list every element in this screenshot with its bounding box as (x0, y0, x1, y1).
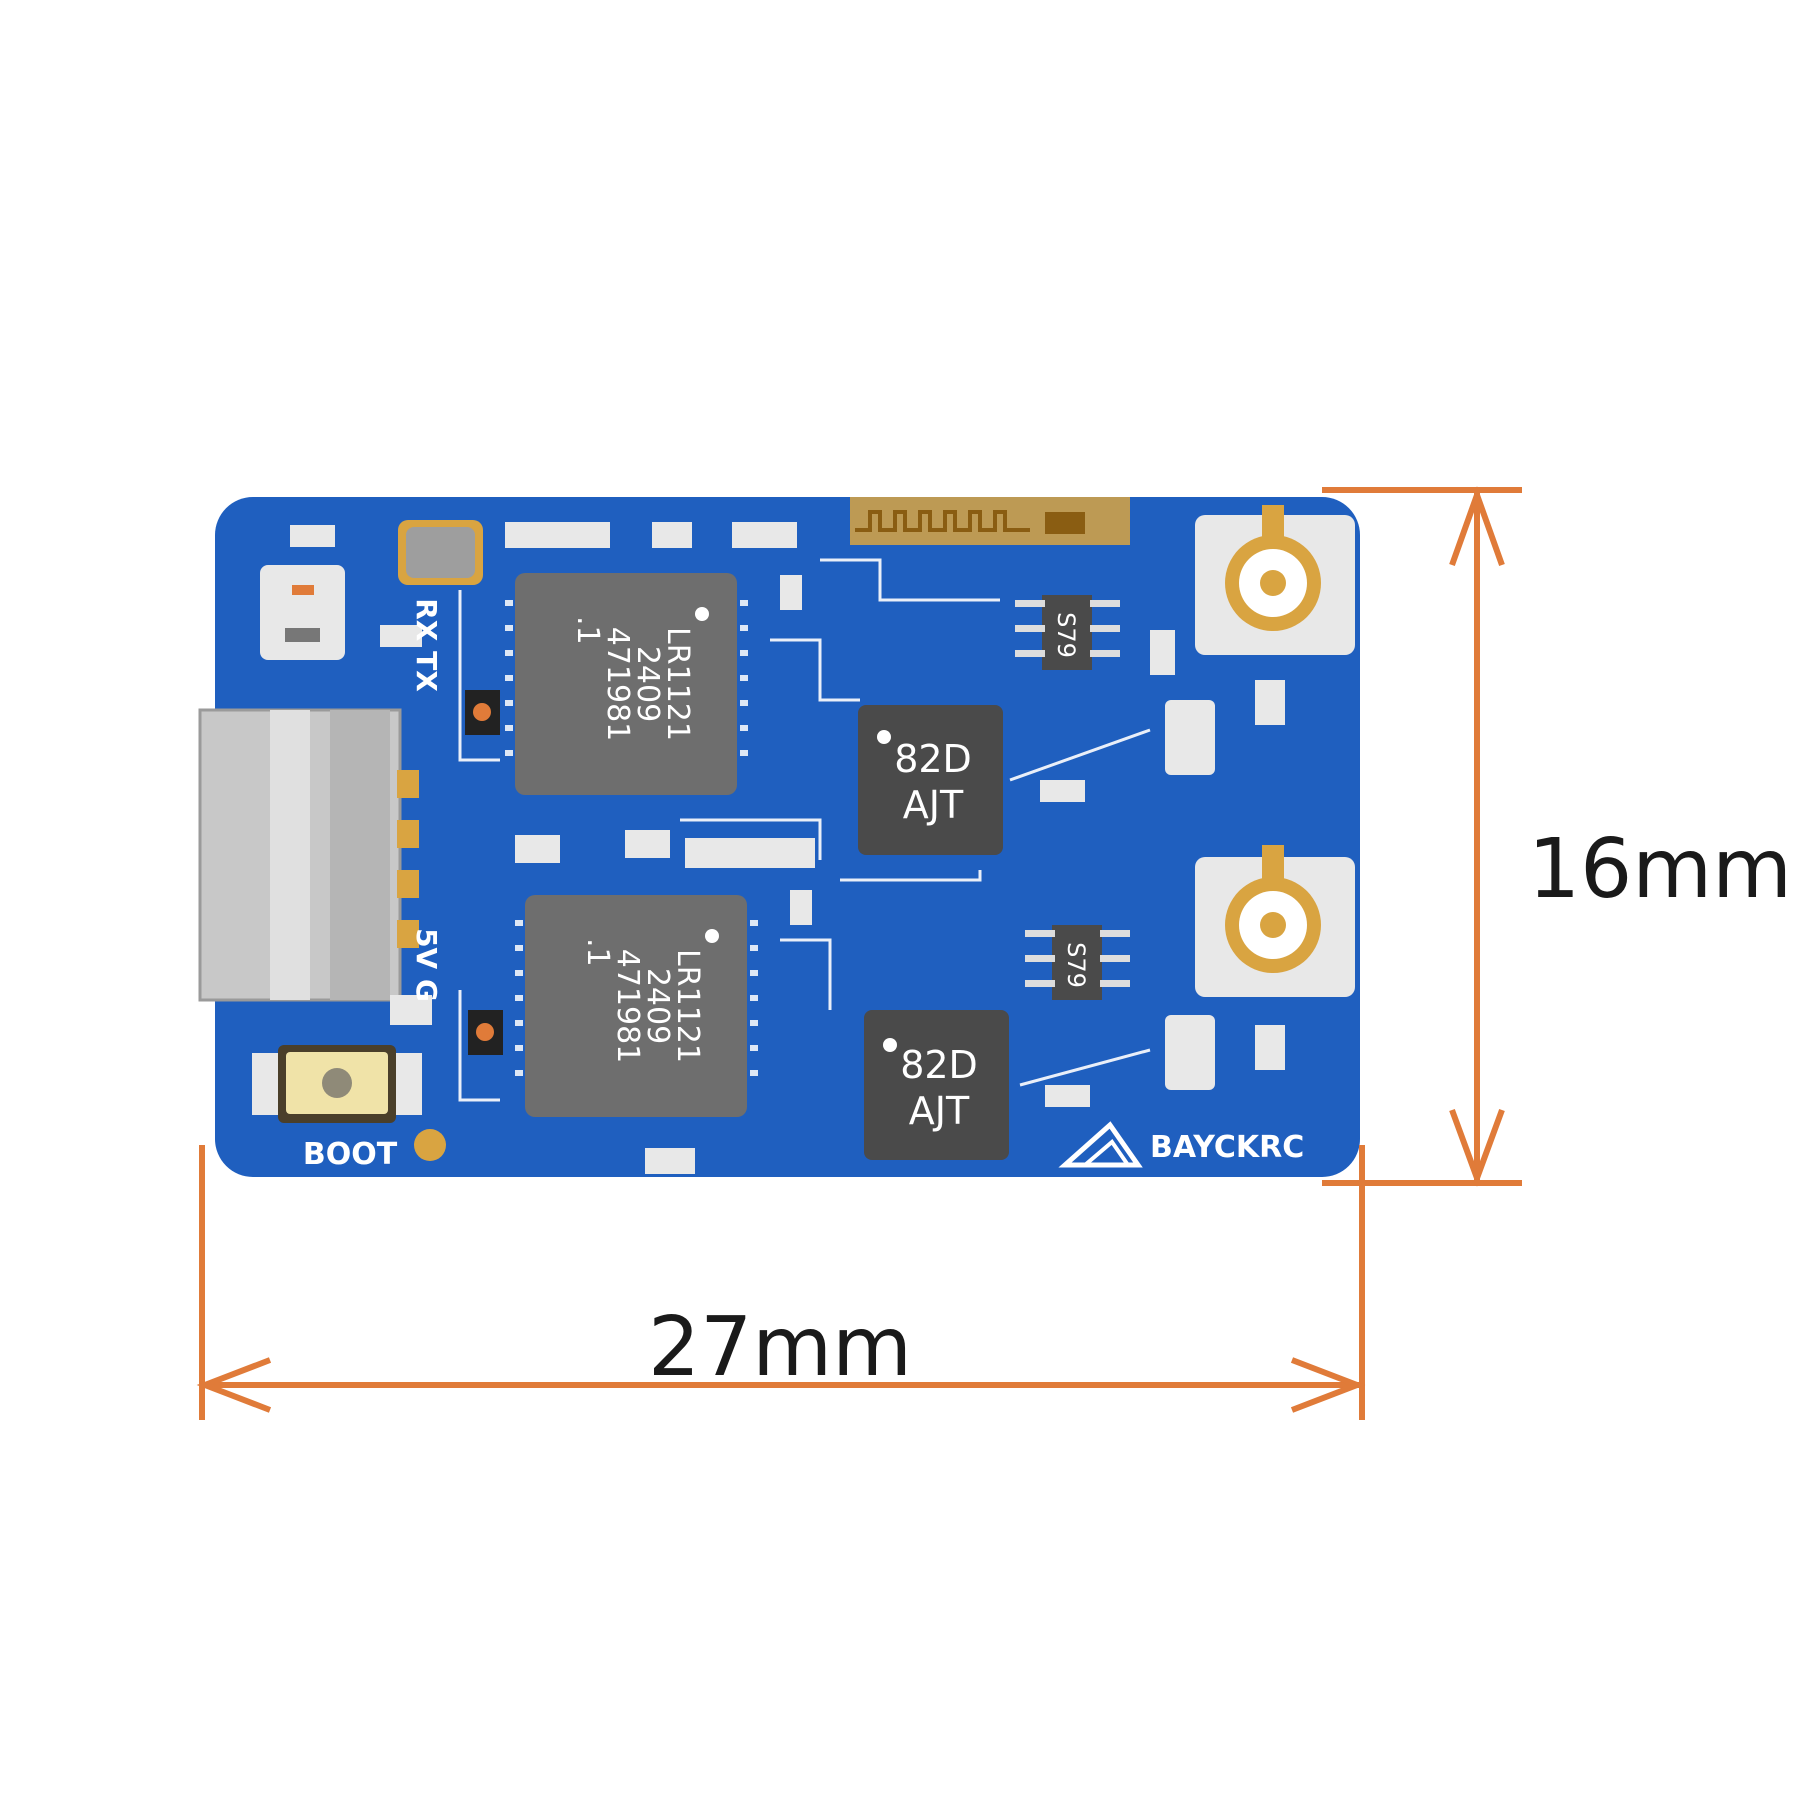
led-indicator (260, 565, 345, 660)
transceiver-chip-top (515, 573, 737, 795)
pcb-traces (458, 558, 1151, 1102)
height-dimension (1322, 486, 1522, 1187)
pin-pads (397, 770, 419, 948)
amp-chip-bottom: 82D AJT (864, 1010, 1009, 1160)
chip-top-line3: 471981 (600, 627, 635, 742)
antenna-connector-top (1195, 505, 1355, 655)
amp-top-line1: 82D (894, 737, 972, 781)
amp-bottom-line1: 82D (900, 1043, 978, 1087)
chip-top-label: LR1121 2409 471981 .1 (570, 616, 695, 741)
switch-top-label: S79 (1052, 612, 1080, 658)
crystal-oscillator (398, 520, 483, 585)
width-dimension-label: 27mm (648, 1300, 912, 1395)
rf-switch-top: S79 (1015, 595, 1120, 670)
amp-chip-top: 82D AJT (858, 705, 1003, 855)
boot-label: BOOT (303, 1137, 398, 1172)
chip-bottom-line2: 2409 (640, 968, 675, 1044)
switch-bottom-label: S79 (1062, 942, 1090, 988)
brand-logo-icon (1058, 1121, 1143, 1168)
antenna-connector-bottom (1195, 845, 1355, 997)
rf-switch-bottom: S79 (1025, 925, 1130, 1000)
chip-top-line2: 2409 (630, 646, 665, 722)
boot-button (252, 1045, 422, 1123)
chip-top-line1: LR1121 (660, 627, 695, 741)
boot-pad (414, 1129, 446, 1161)
transceiver-chip-bottom (525, 895, 747, 1117)
width-dimension (196, 1145, 1366, 1420)
chip-bottom-line3: 471981 (610, 949, 645, 1064)
pin-label-5v-g: 5V G (410, 928, 443, 1002)
ceramic-antenna (850, 497, 1130, 545)
chip-bottom-line4: .1 (580, 938, 615, 967)
passive-components (290, 522, 1285, 1174)
chip-top-line4: .1 (570, 616, 605, 645)
chip-pins (505, 600, 758, 1076)
pin-label-rx-tx: RX TX (410, 598, 443, 692)
usb-connector (198, 708, 402, 1002)
brand-label: BAYCKRC (1150, 1130, 1304, 1165)
amp-top-line2: AJT (903, 783, 964, 827)
amp-bottom-line2: AJT (909, 1089, 970, 1133)
chip-bottom-label: LR1121 2409 471981 .1 (580, 938, 705, 1063)
chip-bottom-line1: LR1121 (670, 949, 705, 1063)
height-dimension-label: 16mm (1528, 822, 1792, 917)
